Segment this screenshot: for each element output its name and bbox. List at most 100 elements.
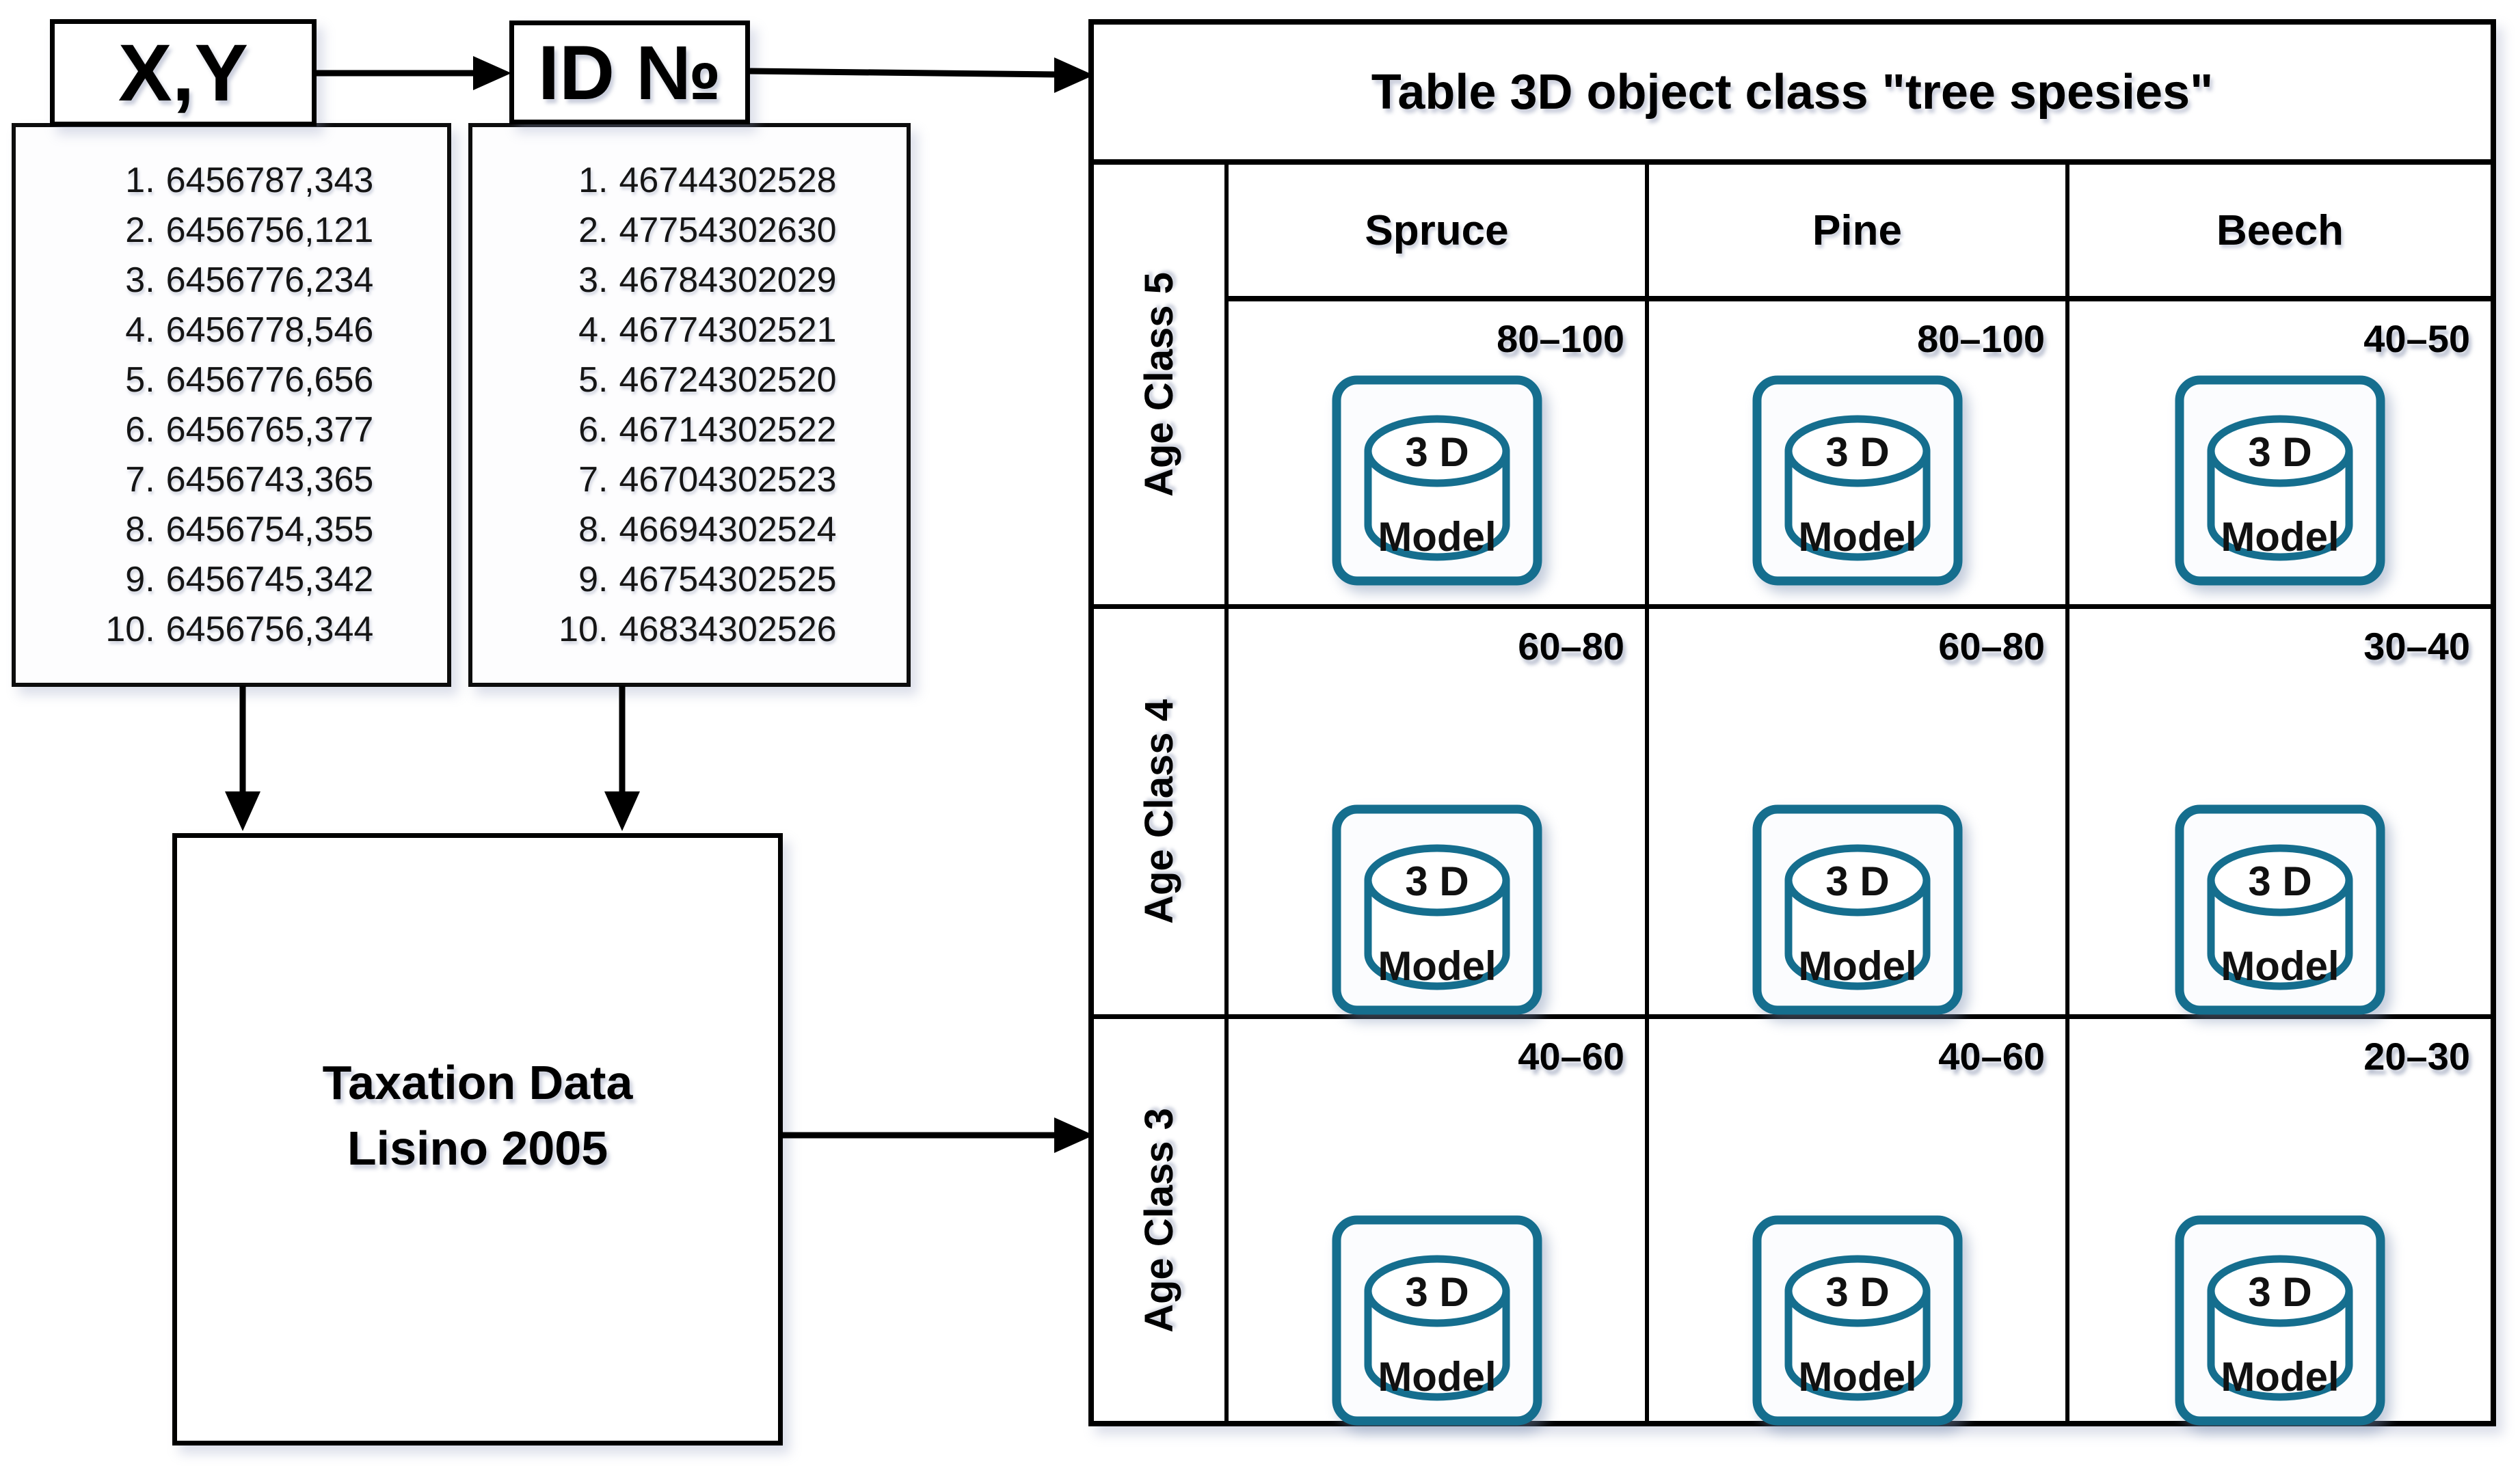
age-range-value: 80–100 bbox=[1497, 317, 1624, 360]
icon-top-label: 3 D bbox=[1825, 858, 1889, 904]
3d-model-database-icon: 3 D Model bbox=[2175, 804, 2385, 1015]
icon-bottom-label: Model bbox=[2221, 514, 2339, 560]
list-item: 8.46694302524 bbox=[578, 509, 837, 549]
age-class-3-label: Age Class 3 bbox=[1137, 1107, 1182, 1333]
taxation-data-line1: Taxation Data bbox=[322, 1056, 633, 1109]
cell-pine-age5: 80–100 3 D Model bbox=[1649, 301, 2069, 609]
icon-top-label: 3 D bbox=[1405, 1269, 1469, 1315]
arrow-id-to-table bbox=[749, 57, 1094, 93]
icon-bottom-label: Model bbox=[1378, 514, 1496, 560]
table-grid: Age Class 5 Age Class 4 Age Class 3 Spru… bbox=[1094, 165, 2491, 1426]
age-class-4-label: Age Class 4 bbox=[1137, 699, 1182, 924]
age-range-value: 60–80 bbox=[1518, 625, 1624, 668]
list-item: 7.6456743,365 bbox=[125, 459, 374, 500]
icon-bottom-label: Model bbox=[2221, 1354, 2339, 1400]
3d-model-database-icon: 3 D Model bbox=[1752, 375, 1962, 586]
icon-top-label: 3 D bbox=[1825, 429, 1889, 475]
arrow-xy-to-id bbox=[317, 56, 511, 90]
age-range-value: 20–30 bbox=[2363, 1035, 2470, 1078]
3d-model-icon: 3 D Model bbox=[2174, 375, 2386, 586]
arrow-xy-list-to-taxation bbox=[225, 686, 260, 831]
age-range-value: 40–60 bbox=[1938, 1035, 2045, 1078]
icon-top-label: 3 D bbox=[2248, 429, 2311, 475]
icon-top-label: 3 D bbox=[2248, 1269, 2311, 1315]
cell-beech-age5: 40–50 3 D Model bbox=[2069, 301, 2491, 609]
species-header-beech: Beech bbox=[2069, 165, 2491, 301]
list-item: 1.6456787,343 bbox=[125, 160, 374, 200]
list-item: 9.6456745,342 bbox=[125, 559, 374, 599]
cell-spruce-age4: 60–80 3 D Model bbox=[1229, 609, 1649, 1019]
icon-bottom-label: Model bbox=[1798, 514, 1916, 560]
3d-model-icon: 3 D Model bbox=[1331, 1214, 1543, 1426]
age-range-value: 30–40 bbox=[2363, 625, 2470, 668]
list-item: 5.46724302520 bbox=[578, 359, 837, 400]
arrow-id-list-to-taxation bbox=[604, 686, 640, 831]
age-range-value: 40–60 bbox=[1518, 1035, 1624, 1078]
list-item: 1.46744302528 bbox=[578, 160, 837, 200]
xy-header-box: X,Y bbox=[50, 19, 317, 126]
age-range-value: 80–100 bbox=[1917, 317, 2045, 360]
table-title-row: Table 3D object class "tree spesies" bbox=[1094, 25, 2491, 165]
3d-model-database-icon: 3 D Model bbox=[1332, 804, 1542, 1015]
id-number-header-label: ID № bbox=[538, 29, 721, 116]
xy-coordinate-list: 1.6456787,343 2.6456756,121 3.6456776,234 4… bbox=[12, 123, 451, 687]
3d-model-icon: 3 D Model bbox=[1752, 375, 1963, 586]
list-item: 2.47754302630 bbox=[578, 210, 837, 250]
3d-model-icon: 3 D Model bbox=[1752, 1214, 1963, 1426]
age-class-3-label-cell: Age Class 3 bbox=[1094, 1019, 1229, 1421]
3d-model-icon: 3 D Model bbox=[2174, 1214, 2386, 1426]
list-item: 6.6456765,377 bbox=[125, 409, 374, 450]
xy-header-label: X,Y bbox=[118, 27, 249, 118]
cell-pine-age4: 60–80 3 D Model bbox=[1649, 609, 2069, 1019]
icon-top-label: 3 D bbox=[1405, 858, 1469, 904]
list-item: 8.6456754,355 bbox=[125, 509, 374, 549]
icon-bottom-label: Model bbox=[1798, 943, 1916, 989]
age-class-5-label: Age Class 5 bbox=[1137, 272, 1182, 497]
id-number-header-box: ID № bbox=[509, 21, 750, 124]
list-item: 10.46834302526 bbox=[559, 609, 837, 649]
list-item: 4.6456778,546 bbox=[125, 310, 374, 350]
taxation-data-line2: Lisino 2005 bbox=[347, 1122, 608, 1175]
list-item: 4.46774302521 bbox=[578, 310, 837, 350]
3d-model-icon: 3 D Model bbox=[1331, 375, 1543, 586]
age-range-value: 60–80 bbox=[1938, 625, 2045, 668]
icon-bottom-label: Model bbox=[1378, 943, 1496, 989]
list-item: 6.46714302522 bbox=[578, 409, 837, 450]
list-item: 5.6456776,656 bbox=[125, 359, 374, 400]
icon-bottom-label: Model bbox=[1378, 1354, 1496, 1400]
3d-model-database-icon: 3 D Model bbox=[1752, 1215, 1962, 1426]
3d-model-database-icon: 3 D Model bbox=[2175, 375, 2385, 586]
list-item: 3.46784302029 bbox=[578, 260, 837, 300]
icon-bottom-label: Model bbox=[2221, 943, 2339, 989]
list-item: 2.6456756,121 bbox=[125, 210, 374, 250]
arrow-taxation-to-table bbox=[781, 1117, 1094, 1153]
icon-top-label: 3 D bbox=[1405, 429, 1469, 475]
age-range-value: 40–50 bbox=[2363, 317, 2470, 360]
3d-model-icon: 3 D Model bbox=[2174, 804, 2386, 1016]
age-class-5-label-cell: Age Class 5 bbox=[1094, 165, 1229, 609]
xy-list-body: 1.6456787,343 2.6456756,121 3.6456776,234 4… bbox=[90, 156, 374, 655]
id-list-body: 1.46744302528 2.47754302630 3.46784302029 4… bbox=[542, 156, 836, 655]
cell-beech-age4: 30–40 3 D Model bbox=[2069, 609, 2491, 1019]
list-item: 7.46704302523 bbox=[578, 459, 837, 500]
list-item: 9.46754302525 bbox=[578, 559, 837, 599]
3d-model-database-icon: 3 D Model bbox=[2175, 1215, 2385, 1426]
cell-spruce-age3: 40–60 3 D Model bbox=[1229, 1019, 1649, 1426]
tree-species-table: Table 3D object class "tree spesies" Age… bbox=[1088, 19, 2496, 1426]
3d-model-icon: 3 D Model bbox=[1331, 804, 1543, 1016]
age-class-4-label-cell: Age Class 4 bbox=[1094, 609, 1229, 1019]
cell-pine-age3: 40–60 3 D Model bbox=[1649, 1019, 2069, 1426]
taxation-data-box: Taxation Data Lisino 2005 bbox=[172, 833, 783, 1445]
icon-top-label: 3 D bbox=[2248, 858, 2311, 904]
species-header-spruce: Spruce bbox=[1229, 165, 1649, 301]
table-title: Table 3D object class "tree spesies" bbox=[1371, 64, 2214, 120]
3d-model-icon: 3 D Model bbox=[1752, 804, 1963, 1016]
3d-model-database-icon: 3 D Model bbox=[1332, 375, 1542, 586]
3d-model-database-icon: 3 D Model bbox=[1752, 804, 1962, 1015]
list-item: 3.6456776,234 bbox=[125, 260, 374, 300]
cell-spruce-age5: 80–100 3 D Model bbox=[1229, 301, 1649, 609]
cell-beech-age3: 20–30 3 D Model bbox=[2069, 1019, 2491, 1426]
species-header-pine: Pine bbox=[1649, 165, 2069, 301]
id-number-list: 1.46744302528 2.47754302630 3.46784302029 4… bbox=[468, 123, 911, 687]
